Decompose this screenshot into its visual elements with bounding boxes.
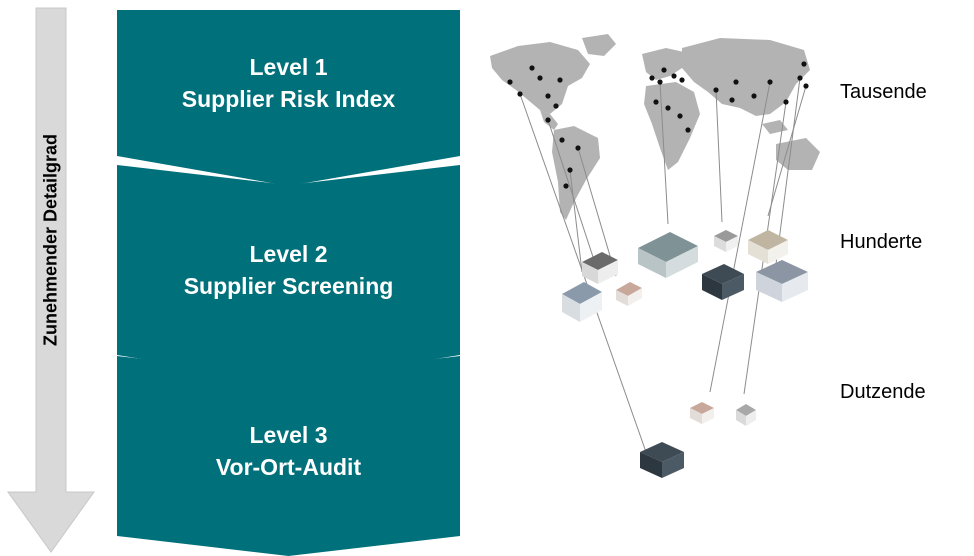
continent-se-asia xyxy=(762,120,788,134)
marker xyxy=(733,79,739,85)
level-1-chevron: Level 1 Supplier Risk Index xyxy=(117,10,460,186)
marker xyxy=(553,103,559,109)
factory-icon xyxy=(748,230,788,264)
marker xyxy=(575,145,581,151)
marker xyxy=(653,99,659,105)
continent-australia xyxy=(776,138,820,170)
level-1-title: Level 1 xyxy=(249,54,328,80)
supplier-markers xyxy=(507,61,809,189)
tier-label-tausende: Tausende xyxy=(840,81,927,103)
detail-arrow-label: Zunehmender Detailgrad xyxy=(40,133,61,347)
factory-icon xyxy=(616,282,642,306)
world-map xyxy=(490,34,820,220)
marker xyxy=(563,183,569,189)
level-2-subtitle: Supplier Screening xyxy=(183,273,394,299)
marker xyxy=(685,127,691,133)
marker xyxy=(767,79,773,85)
marker xyxy=(729,97,735,103)
world-map-illustration xyxy=(490,34,820,478)
marker xyxy=(567,167,573,173)
detail-arrow-shape xyxy=(7,7,95,553)
marker xyxy=(545,93,551,99)
factory-icon xyxy=(714,230,738,252)
detail-arrow xyxy=(7,7,95,553)
marker xyxy=(517,91,523,97)
tier-label-hunderte: Hunderte xyxy=(840,231,923,253)
marker xyxy=(649,75,655,81)
marker xyxy=(679,77,685,83)
factory-icon xyxy=(638,232,698,278)
level-3-title: Level 3 xyxy=(249,422,328,448)
marker xyxy=(677,113,683,119)
marker xyxy=(783,99,789,105)
factory-icon xyxy=(562,282,602,322)
level-1-subtitle: Supplier Risk Index xyxy=(181,86,396,112)
marker xyxy=(657,79,663,85)
marker xyxy=(801,61,807,67)
continent-south-america xyxy=(552,126,600,220)
factory-icon xyxy=(582,252,618,284)
marker xyxy=(557,77,563,83)
factory-icon xyxy=(690,402,714,424)
continent-africa xyxy=(644,82,700,170)
level-2-chevron: Level 2 Supplier Screening xyxy=(117,165,460,383)
continent-greenland xyxy=(582,34,616,56)
marker xyxy=(751,93,757,99)
level-1-shape xyxy=(117,10,460,186)
factory-icon xyxy=(736,404,756,426)
marker xyxy=(507,79,513,85)
facility-icons xyxy=(562,230,808,478)
marker xyxy=(529,65,535,71)
marker xyxy=(797,75,803,81)
level-3-shape xyxy=(117,356,460,556)
marker xyxy=(537,75,543,81)
factory-icon xyxy=(640,442,684,478)
level-2-title: Level 2 xyxy=(249,241,328,267)
level-3-chevron: Level 3 Vor-Ort-Audit xyxy=(117,356,460,556)
continent-asia xyxy=(682,38,810,116)
marker xyxy=(713,87,719,93)
marker xyxy=(665,105,671,111)
tier-label-dutzende: Dutzende xyxy=(840,381,926,403)
marker xyxy=(671,73,677,79)
factory-icon xyxy=(702,264,744,300)
level-2-shape xyxy=(117,165,460,383)
continent-europe xyxy=(642,48,684,80)
level-3-subtitle: Vor-Ort-Audit xyxy=(215,454,362,480)
marker xyxy=(803,83,809,89)
marker xyxy=(545,117,551,123)
marker xyxy=(559,137,565,143)
factory-icon xyxy=(756,260,808,302)
marker xyxy=(661,67,667,73)
